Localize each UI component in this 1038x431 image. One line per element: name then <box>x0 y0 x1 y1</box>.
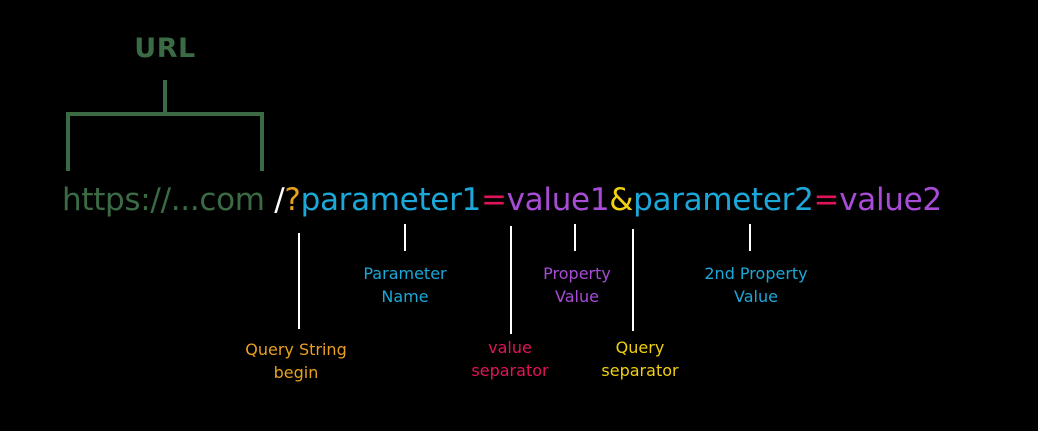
equals-sign-1: = <box>480 182 507 218</box>
value-2: value2 <box>839 182 942 218</box>
value-separator-label: value separator <box>471 336 548 382</box>
query-string-begin-label: Query String begin <box>245 338 346 384</box>
parameter-2: parameter2 <box>633 182 814 218</box>
value-1: value1 <box>506 182 610 218</box>
query-string-begin-label-line-2: begin <box>273 363 319 382</box>
parameter-name-label: Parameter Name <box>363 262 446 308</box>
query-begin-mark: ? <box>284 182 301 218</box>
second-property-value-label: 2nd Property Value <box>704 262 807 308</box>
url-string: https://...com /?parameter1=value1&param… <box>62 182 942 218</box>
query-string-begin-label-line-1: Query String <box>245 340 347 359</box>
query-separator-label-line-2: separator <box>601 361 679 380</box>
equals-sign-2: = <box>813 182 840 218</box>
second-property-value-label-line-1: 2nd Property <box>704 264 808 283</box>
parameter-1: parameter1 <box>300 182 482 218</box>
query-separator-label: Query separator <box>601 336 678 382</box>
value-separator-label-line-2: separator <box>471 361 549 380</box>
url-bracket <box>66 80 264 171</box>
parameter-name-label-line-2: Name <box>381 287 429 306</box>
property-value-label-line-2: Value <box>555 287 599 306</box>
property-value-label: Property Value <box>543 262 611 308</box>
path-slash: / <box>274 182 285 218</box>
url-base: https://...com <box>62 182 275 218</box>
query-separator-label-line-1: Query <box>615 338 665 357</box>
url-title: URL <box>134 33 196 64</box>
second-property-value-label-line-2: Value <box>734 287 778 306</box>
ampersand: & <box>609 182 634 218</box>
parameter-name-label-line-1: Parameter <box>363 264 447 283</box>
property-value-label-line-1: Property <box>543 264 611 283</box>
value-separator-label-line-1: value <box>488 338 532 357</box>
